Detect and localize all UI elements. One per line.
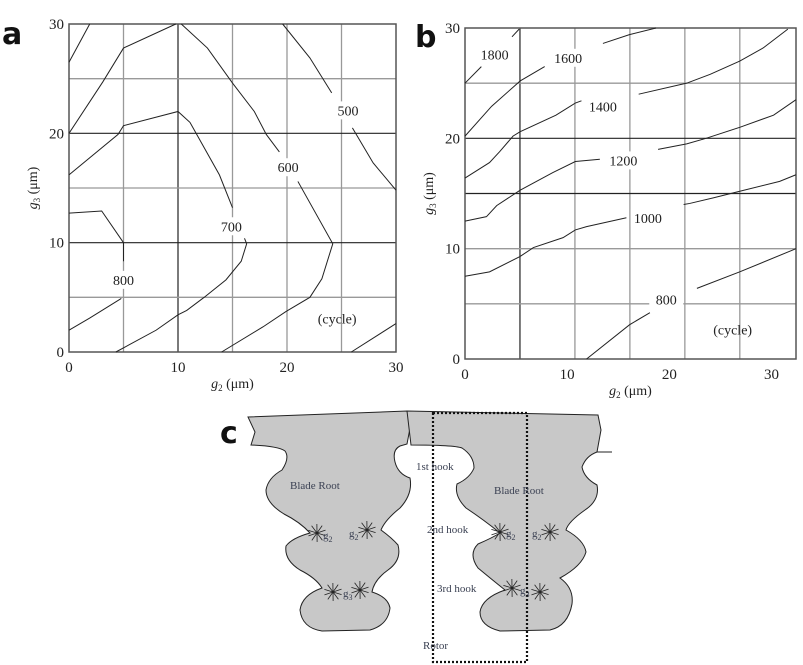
y-axis-label: g3 (μm) xyxy=(26,166,42,209)
dotted-region-outline xyxy=(431,411,529,664)
gap-label-g3: g3 xyxy=(520,585,530,599)
contour-line-1600 xyxy=(464,66,545,137)
unit-note: (cycle) xyxy=(713,324,752,339)
contour-line-1600 xyxy=(602,27,657,44)
contact-stars xyxy=(308,520,559,602)
contour-line-500 xyxy=(282,23,333,94)
third-hook-label: 3rd hook xyxy=(437,583,477,595)
x-tick-label: 30 xyxy=(389,360,404,376)
blade-root-label-left: Blade Root xyxy=(290,480,340,492)
contour-label: 1400 xyxy=(589,100,617,115)
contour-label: 500 xyxy=(338,104,359,119)
x-tick-label: 10 xyxy=(560,367,575,383)
contour-line-800 xyxy=(68,210,124,262)
diagram-labels: Blade Root Blade Root 1st hook 2nd hook … xyxy=(290,461,544,652)
rotor-label: Rotor xyxy=(423,640,448,652)
contour-line-1400 xyxy=(657,99,797,150)
contour-line-700 xyxy=(115,238,248,353)
contact-star-icon xyxy=(308,529,326,537)
contour-line-800 xyxy=(68,298,122,331)
y-axis-label: g3 (μm) xyxy=(422,172,438,215)
right-blade-root xyxy=(406,410,602,632)
contour-line-1200 xyxy=(464,158,600,222)
contact-star-icon xyxy=(351,586,369,594)
contact-star-icon xyxy=(491,528,509,536)
contour-label: 800 xyxy=(656,293,677,308)
contour-line-800 xyxy=(586,312,651,360)
contour-label: 700 xyxy=(221,220,242,235)
contour-label: 600 xyxy=(278,161,299,176)
contour-label-bg xyxy=(477,45,512,64)
y-tick-label: 30 xyxy=(49,17,64,33)
contour-label-bg xyxy=(214,217,249,236)
contour-label: 800 xyxy=(113,274,134,289)
gap-label-g2: g2 xyxy=(506,528,516,542)
contour-label-bg xyxy=(649,290,684,309)
contour-label-bg xyxy=(331,101,366,120)
contour-label-bg xyxy=(106,270,141,289)
contour-line-1200 xyxy=(683,174,797,206)
contour-line-400 xyxy=(351,323,397,353)
contour-line-600 xyxy=(180,23,280,153)
second-hook-label: 2nd hook xyxy=(427,524,469,536)
blade-root-label-right: Blade Root xyxy=(494,485,544,497)
contact-star-icon xyxy=(324,588,342,596)
contour-line-1800 xyxy=(511,28,520,38)
contour-line-1800 xyxy=(464,66,482,84)
contour-line-700 xyxy=(68,110,233,208)
contact-star-icon xyxy=(358,526,376,534)
contact-star-icon xyxy=(531,588,549,596)
gap-label-g2: g2 xyxy=(349,528,359,542)
y-tick-label: 0 xyxy=(57,345,65,361)
y-tick-label: 10 xyxy=(445,242,460,258)
panel-label-c: c xyxy=(220,416,238,451)
x-tick-label: 0 xyxy=(65,360,73,376)
gap-label-g2: g2 xyxy=(323,530,333,544)
blade-root-diagram xyxy=(247,410,612,664)
y-tick-label: 30 xyxy=(445,21,460,37)
contour-line-900 xyxy=(68,23,91,63)
contour-label-bg xyxy=(606,151,641,170)
contour-label-bg xyxy=(585,97,620,116)
panel-label-b: b xyxy=(415,20,436,55)
y-tick-label: 20 xyxy=(49,126,64,142)
contour-label: 1600 xyxy=(554,52,582,67)
x-tick-label: 20 xyxy=(662,367,677,383)
x-axis-label: g2 (μm) xyxy=(211,377,254,393)
contour-line-800 xyxy=(68,23,177,134)
contour-line-500 xyxy=(351,127,397,191)
contour-label-bg xyxy=(271,158,306,177)
gap-label-g2: g2 xyxy=(532,528,542,542)
plot-frame xyxy=(68,23,397,353)
contour-line-1400 xyxy=(464,100,582,179)
contact-star-icon xyxy=(503,584,521,592)
contour-label-bg xyxy=(630,208,665,227)
unit-note: (cycle) xyxy=(318,313,357,328)
y-tick-label: 20 xyxy=(445,131,460,147)
y-tick-label: 10 xyxy=(49,236,64,252)
left-blade-root xyxy=(247,410,412,632)
chart-b-contour-plot: 1800 1600 1400 1200 1000 800 (cycle) 0 10 20 30 0 10… xyxy=(422,21,797,400)
contour-label: 1800 xyxy=(481,48,509,63)
x-tick-label: 20 xyxy=(280,360,295,376)
gap-label-g3: g3 xyxy=(343,588,353,602)
contour-line-1600 xyxy=(638,28,789,95)
plot-frame xyxy=(464,27,797,360)
chart-a-contour-plot: 500 600 700 800 (cycle) 0 10 20 30 0 10 20 30 g2 (μm)… xyxy=(26,17,404,393)
x-tick-label: 30 xyxy=(764,367,779,383)
first-hook-label: 1st hook xyxy=(416,461,454,473)
contour-line-600 xyxy=(221,181,334,353)
contour-line-1000 xyxy=(696,248,797,289)
y-tick-label: 0 xyxy=(453,352,461,368)
x-axis-label: g2 (μm) xyxy=(609,384,652,400)
x-tick-label: 0 xyxy=(461,367,469,383)
contour-line-1000 xyxy=(464,217,627,277)
x-tick-label: 10 xyxy=(171,360,186,376)
contour-label-bg xyxy=(551,48,586,67)
contour-label: 1200 xyxy=(609,154,637,169)
contour-label: 1000 xyxy=(634,212,662,227)
contact-star-icon xyxy=(541,528,559,536)
panel-label-a: a xyxy=(2,17,22,52)
